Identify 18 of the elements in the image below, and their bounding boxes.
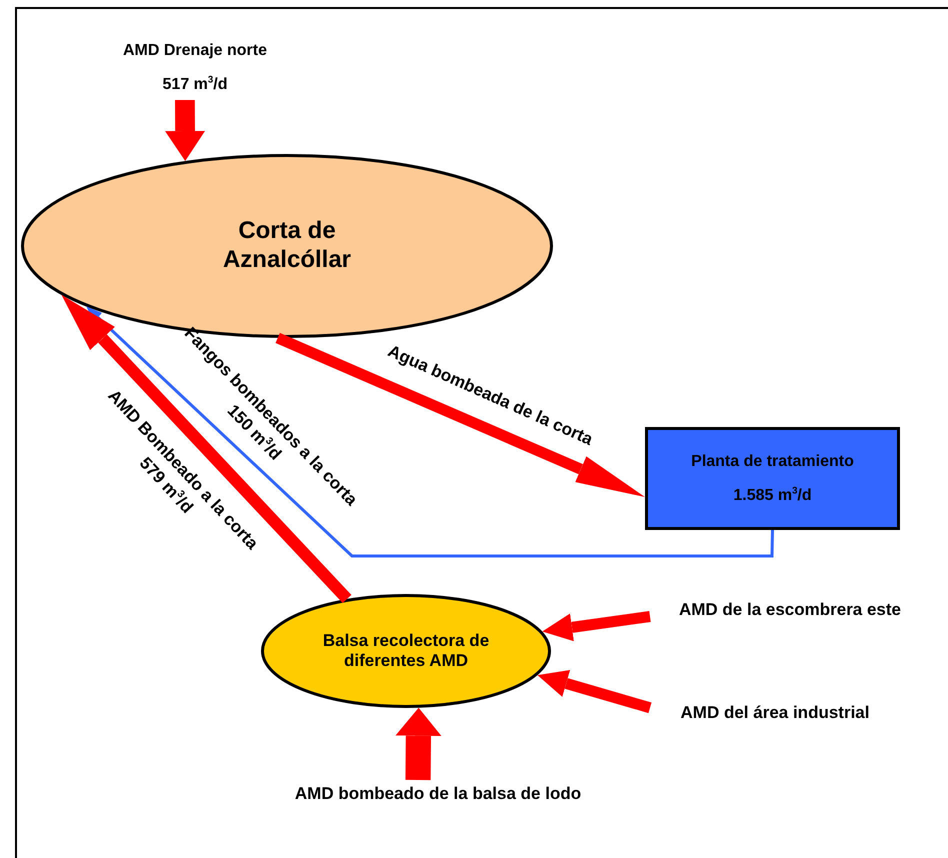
node-label: Corta de Aznalcóllar xyxy=(222,217,352,275)
flow-source-label: AMD de la escombrera este xyxy=(678,600,902,620)
flow-arrow xyxy=(165,100,206,161)
flow-arrow xyxy=(542,611,651,642)
flow-arrow xyxy=(395,708,442,780)
flow-source-label: AMD del área industrial xyxy=(680,702,870,724)
flow-source-label: AMD bombeado de la balsa de lodo xyxy=(294,784,582,804)
pond-ellipse xyxy=(261,594,551,708)
flow-source-label: 517 m$^{3}$/d xyxy=(162,74,228,94)
flow-arrow xyxy=(86,306,774,558)
node-label: Balsa recolectora de diferentes AMD xyxy=(322,630,490,672)
treatment-plant-box xyxy=(645,427,900,530)
flow-arrow xyxy=(61,294,352,604)
node-label: Planta de tratamiento xyxy=(691,452,854,472)
flow-arrow xyxy=(537,670,652,714)
flow-arrow xyxy=(276,332,645,498)
flow-source-label: AMD Drenaje norte xyxy=(122,41,268,60)
node-label: 1.585 m$^{3}$/d xyxy=(733,486,812,505)
